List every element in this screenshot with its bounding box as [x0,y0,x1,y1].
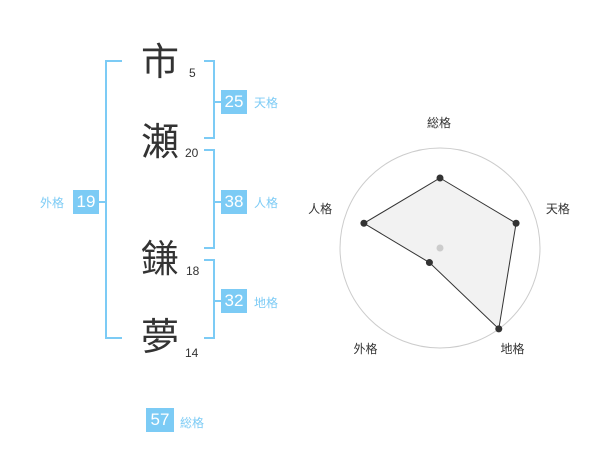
radar-point-3 [495,325,503,333]
tenkaku-value: 25 [221,90,247,114]
name-char-1: 市 [141,40,180,84]
radar-axis-label-3: 地格 [500,342,525,357]
tenkaku-label: 天格 [254,96,279,110]
chikaku-label: 地格 [254,296,279,310]
soukaku-label: 総格 [180,416,205,430]
radar-polygon [362,177,517,330]
radar-axis-label-1: 総格 [427,116,452,130]
name-char-2: 瀬 [141,120,180,164]
stroke-count-4: 14 [185,346,199,360]
radar-axis-label-4: 外格 [353,342,378,357]
name-char-4: 夢 [141,315,180,359]
name-char-3: 鎌 [141,237,180,281]
gaikaku-label: 外格 [40,196,65,210]
soukaku-value: 57 [146,408,174,432]
radar-axis-label-5: 人格 [308,202,333,217]
radar-point-2 [512,219,520,227]
stroke-count-1: 5 [189,66,196,80]
jinkaku-label: 人格 [254,196,279,210]
stroke-count-2: 20 [185,146,199,160]
radar-point-4 [425,259,433,267]
jinkaku-value: 38 [221,190,247,214]
radar-axis-label-2: 天格 [545,202,570,217]
radar-center-dot [436,244,444,252]
radar-point-1 [436,174,444,182]
gaikaku-value: 19 [73,190,99,214]
chikaku-value: 32 [221,289,247,313]
stroke-count-3: 18 [186,264,200,278]
radar-point-5 [360,219,368,227]
